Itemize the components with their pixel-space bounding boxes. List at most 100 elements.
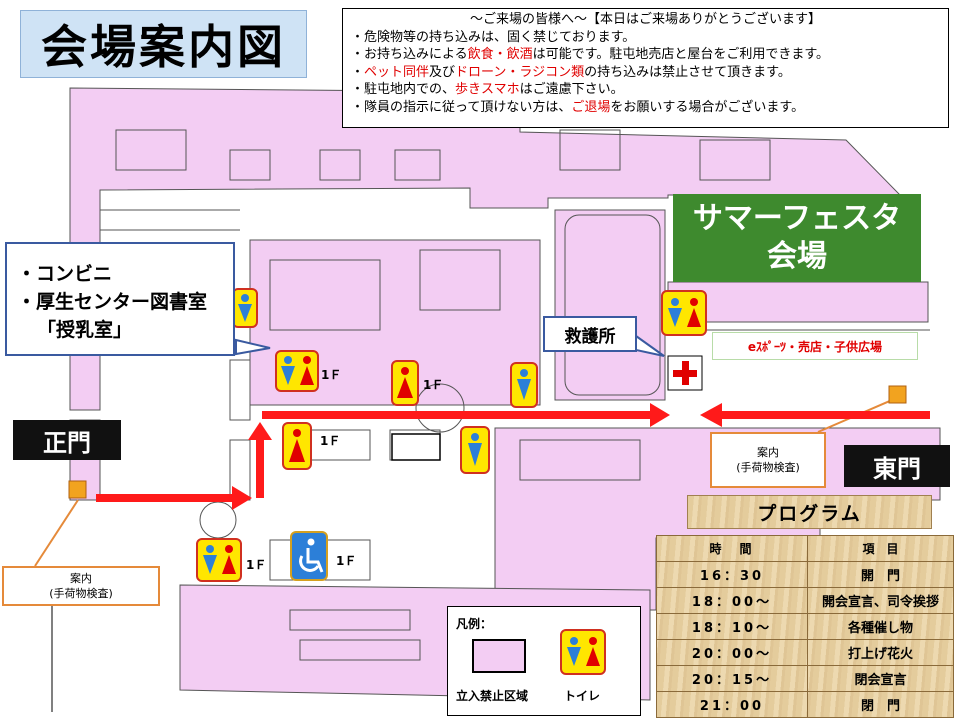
toilet-female-figure xyxy=(397,367,413,398)
toilet-icon xyxy=(196,538,242,582)
toilet-male-figure xyxy=(667,298,682,327)
notice-text: は可能です。駐屯地売店と屋台をご利用できます。 xyxy=(532,47,830,62)
notice-text: ・ xyxy=(351,64,365,80)
toilet-icon xyxy=(510,362,538,408)
visitor-notice: ～ご来場の皆様へ～【本日はご来場ありがとうございます】 ・危険物等の持ち込みは、… xyxy=(342,8,949,128)
program-row: 18：00～開会宣言、司令挨拶 xyxy=(656,587,954,614)
toilet-female-figure xyxy=(221,545,236,574)
info-subtitle: (手荷物検査) xyxy=(736,461,800,474)
notice-header: ～ご来場の皆様へ～【本日はご来場ありがとうございます】 xyxy=(469,12,821,27)
festival-name: サマーフェスタ xyxy=(692,201,902,236)
program-item: 閉 門 xyxy=(807,691,954,718)
program-time: 16：30 xyxy=(656,561,808,588)
floor-label: 1Ｆ xyxy=(246,558,267,572)
info-title: 案内 xyxy=(757,446,779,459)
building-outline xyxy=(391,433,441,461)
festival-venue: 会場 xyxy=(766,239,827,274)
notice-text: ・隊員の指示に従って頂けない方は、 xyxy=(351,99,572,115)
notice-line: ・ペット同伴及びドローン・ラジコン類の持ち込みは禁止させて頂きます。 xyxy=(351,64,940,82)
program-time: 18：10～ xyxy=(656,613,808,640)
notice-highlight: ご退場 xyxy=(571,99,611,115)
esports-shop-kids-label: eｽﾎﾟｰﾂ・売店・子供広場 xyxy=(712,332,918,360)
restricted-area-swatch xyxy=(472,639,526,673)
wheelchair-icon xyxy=(290,531,328,581)
notice-text: ・お持ち込みによる xyxy=(351,47,468,62)
floor-label: 1Ｆ xyxy=(321,368,342,382)
legend-toilet-label: トイレ xyxy=(564,689,601,703)
main-gate-info-box: 案内 (手荷物検査) xyxy=(2,566,160,606)
floor-label: 1Ｆ xyxy=(336,554,357,568)
notice-highlight: ドローン・ラジコン類 xyxy=(455,64,585,80)
callout-item: 「授乳室」 xyxy=(37,319,133,341)
callout-item: ・厚生センター図書室 xyxy=(17,291,208,313)
program-time: 20：00～ xyxy=(656,639,808,666)
toilet-icon xyxy=(391,360,419,406)
toilet-icon xyxy=(282,422,312,470)
notice-line: ・駐屯地内での、歩きスマホはご遠慮下さい。 xyxy=(351,81,940,99)
notice-text: はご遠慮下さい。 xyxy=(519,82,624,97)
notice-highlight: 飲食・飲酒 xyxy=(467,47,533,62)
festival-venue-sign: サマーフェスタ会場 xyxy=(673,194,921,282)
legend-title: 凡例： xyxy=(456,617,493,631)
toilet-icon xyxy=(560,629,606,675)
toilet-icon xyxy=(232,288,258,328)
toilet-male-figure xyxy=(517,369,531,400)
info-subtitle: (手荷物検査) xyxy=(49,587,113,600)
program-title: プログラム xyxy=(687,495,932,529)
toilet-female-figure xyxy=(686,298,701,327)
info-marker-icon xyxy=(68,480,87,499)
map-legend: 凡例： 立入禁止区域 トイレ xyxy=(447,606,641,716)
toilet-male-figure xyxy=(202,545,217,574)
first-aid-label: 救護所 xyxy=(543,316,637,352)
notice-text: 及び xyxy=(429,64,456,80)
page-title: 会場案内図 xyxy=(20,10,307,78)
program-col-item: 項 目 xyxy=(807,535,954,562)
main-gate-label: 正門 xyxy=(13,420,121,460)
notice-line: ・お持ち込みによる飲食・飲酒は可能です。駐屯地売店と屋台をご利用できます。 xyxy=(351,46,940,64)
program-time: 20：15～ xyxy=(656,665,808,692)
program-header-row: 時 間 項 目 xyxy=(656,535,954,562)
toilet-female-figure xyxy=(289,429,305,462)
floor-label: 1Ｆ xyxy=(320,434,341,448)
notice-text: ・駐屯地内での、 xyxy=(351,82,456,97)
legend-restricted-label: 立入禁止区域 xyxy=(456,689,529,703)
program-item: 開 門 xyxy=(807,561,954,588)
toilet-male-figure xyxy=(280,356,295,385)
toilet-female-figure xyxy=(299,356,314,385)
notice-text: をお願いする場合がございます。 xyxy=(610,99,805,115)
info-title: 案内 xyxy=(70,572,92,585)
program-row: 20：15～閉会宣言 xyxy=(656,665,954,692)
east-gate-info-box: 案内 (手荷物検査) xyxy=(710,432,826,488)
facilities-callout: ・コンビニ ・厚生センター図書室 「授乳室」 xyxy=(5,242,235,356)
notice-highlight: ペット同伴 xyxy=(364,64,430,80)
toilet-icon xyxy=(275,350,319,392)
program-time: 18：00～ xyxy=(656,587,808,614)
toilet-female-figure xyxy=(585,637,600,666)
toilet-icon xyxy=(661,290,707,336)
program-time: 21：00 xyxy=(656,691,808,718)
program-item: 各種催し物 xyxy=(807,613,954,640)
info-marker-icon xyxy=(888,385,907,404)
building-outlines xyxy=(100,129,930,671)
east-gate-label: 東門 xyxy=(844,445,950,487)
program-row: 18：10～各種催し物 xyxy=(656,613,954,640)
notice-text: の持ち込みは禁止させて頂きます。 xyxy=(584,64,791,80)
callout-item: ・コンビニ xyxy=(17,263,113,285)
notice-highlight: 歩きスマホ xyxy=(455,82,520,97)
notice-line: ・危険物等の持ち込みは、固く禁じております。 xyxy=(351,29,636,45)
program-row: 20：00～打上げ花火 xyxy=(656,639,954,666)
notice-line: ・隊員の指示に従って頂けない方は、ご退場をお願いする場合がございます。 xyxy=(351,99,940,117)
program-item: 閉会宣言 xyxy=(807,665,954,692)
floor-label: 1Ｆ xyxy=(423,378,444,392)
program-item: 開会宣言、司令挨拶 xyxy=(807,587,954,614)
callout-pointer xyxy=(235,338,271,356)
program-col-time: 時 間 xyxy=(656,535,808,562)
first-aid-cross-icon xyxy=(667,355,703,391)
toilet-icon xyxy=(460,426,490,474)
info-leader-line xyxy=(34,499,79,567)
route-arrows xyxy=(96,403,930,510)
program-item: 打上げ花火 xyxy=(807,639,954,666)
